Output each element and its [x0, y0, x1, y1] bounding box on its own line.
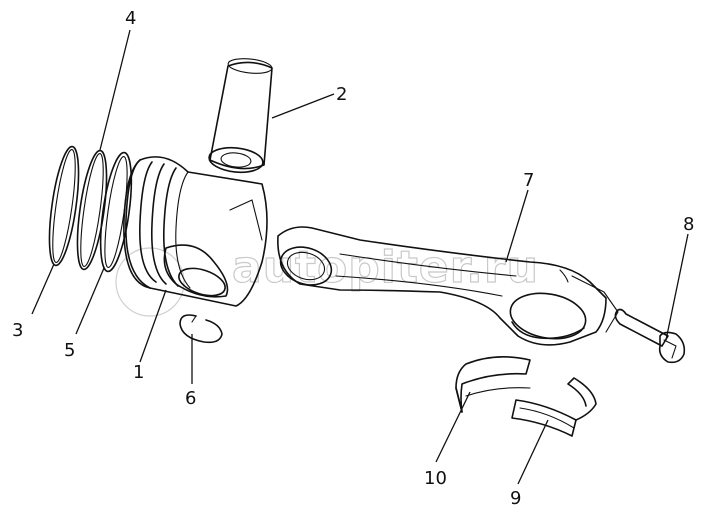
callouts: 1 2 3 4 5 6 7 8 9 10 — [12, 8, 694, 509]
bearing-shell-10 — [455, 356, 531, 413]
callout-4: 4 — [125, 8, 136, 29]
piston-ring-4 — [76, 149, 108, 271]
oil-ring-5 — [99, 151, 133, 273]
piston-ring-3 — [48, 145, 80, 267]
watermark-text: autopiter.ru — [232, 242, 539, 293]
rod-bolt — [614, 308, 686, 364]
callout-7: 7 — [523, 170, 534, 191]
connecting-rod — [277, 226, 619, 346]
callout-5: 5 — [64, 340, 75, 361]
bearing-shell-9 — [511, 377, 597, 437]
callout-2: 2 — [336, 84, 347, 105]
callout-10: 10 — [424, 468, 447, 489]
callout-8: 8 — [683, 214, 694, 235]
callout-1: 1 — [133, 362, 144, 383]
callout-9: 9 — [510, 488, 521, 509]
callout-6: 6 — [185, 388, 196, 409]
piston — [123, 156, 268, 307]
callout-3: 3 — [12, 320, 23, 341]
piston-pin — [208, 58, 273, 174]
leader-lines — [31, 29, 689, 485]
watermark: autopiter.ru — [115, 241, 539, 317]
circlip — [179, 314, 223, 344]
